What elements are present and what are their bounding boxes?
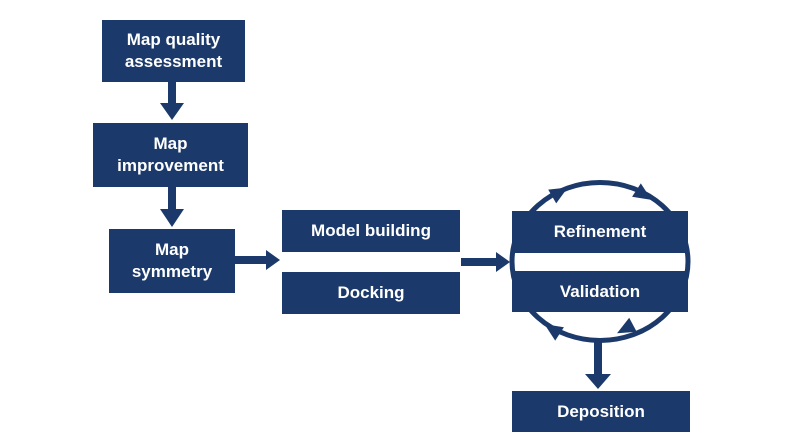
arrow-building-to-refinement bbox=[461, 252, 510, 272]
cycle-arrowhead-top-left bbox=[548, 187, 568, 204]
arrow-quality-to-improvement bbox=[160, 82, 184, 120]
cycle-arrowhead-top-right bbox=[632, 183, 652, 200]
node-map-improvement: Map improvement bbox=[93, 123, 248, 187]
node-refinement: Refinement bbox=[512, 211, 688, 253]
refinement-validation-cycle-ring bbox=[509, 180, 691, 343]
node-validation: Validation bbox=[512, 271, 688, 312]
cycle-arrowhead-bottom-right bbox=[617, 317, 637, 334]
arrow-cycle-to-deposition bbox=[585, 340, 611, 389]
node-map-quality-assessment: Map quality assessment bbox=[102, 20, 245, 82]
node-docking: Docking bbox=[282, 272, 460, 314]
arrow-symmetry-to-building bbox=[235, 250, 280, 270]
node-map-symmetry: Map symmetry bbox=[109, 229, 235, 293]
cycle-arrowhead-bottom-left bbox=[544, 324, 564, 341]
arrow-improvement-to-symmetry bbox=[160, 187, 184, 227]
node-deposition: Deposition bbox=[512, 391, 690, 432]
node-model-building: Model building bbox=[282, 210, 460, 252]
